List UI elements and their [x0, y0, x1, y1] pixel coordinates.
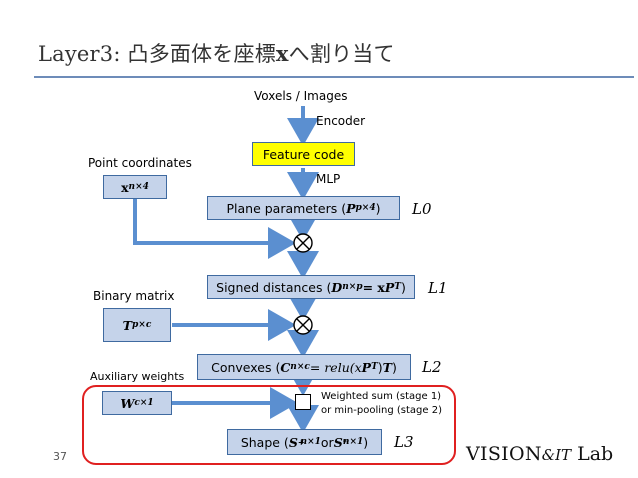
feature-code-text: Feature code	[262, 146, 345, 162]
plane-params-text: Plane parameters (	[226, 200, 347, 216]
plane-params-close: )	[375, 200, 381, 216]
sd-close: )	[400, 279, 406, 295]
logo-main: VISION	[466, 443, 542, 465]
aux-weights-symbol: W	[120, 395, 135, 411]
convex-mid: )	[377, 359, 383, 375]
slide-title: Layer3: 凸多面体を座標xへ割り当て	[38, 38, 395, 68]
operation-square	[295, 394, 311, 410]
convex-close: )	[391, 359, 397, 375]
level-L0: L0	[412, 200, 432, 218]
weighted-sum-note: Weighted sum (stage 1) or min-pooling (s…	[321, 390, 442, 418]
shape-symbol2: S	[333, 434, 343, 450]
shape-sub2: n×1	[342, 437, 364, 447]
title-suffix: へ割り当て	[288, 42, 395, 66]
weighted-sum-line1: Weighted sum (stage 1)	[321, 391, 442, 402]
aux-weights-label: Auxiliary weights	[90, 370, 185, 383]
encoder-label: Encoder	[316, 114, 366, 128]
shape-text: Shape (	[240, 434, 289, 450]
multiply-node-2	[293, 315, 313, 335]
sd-sub: n×p	[342, 282, 363, 292]
logo-lab: Lab	[571, 443, 614, 465]
convex-symbol: C	[280, 359, 291, 375]
level-L3: L3	[394, 433, 414, 451]
mlp-label: MLP	[316, 172, 341, 186]
shape-sup2: *	[342, 437, 347, 447]
aux-weights-sub: c×1	[134, 398, 154, 408]
point-coordinates-label: Point coordinates	[88, 156, 192, 170]
convex-symbol2: P	[361, 359, 372, 375]
convex-sup: T	[371, 362, 378, 372]
title-text: Layer3: 凸多面体を座標	[38, 42, 276, 66]
highlight-frame	[82, 385, 456, 465]
binary-matrix-sub: p×c	[131, 320, 152, 330]
arrow-point-to-mult1	[133, 198, 296, 259]
title-variable: x	[275, 41, 289, 66]
convex-eq: = relu(x	[309, 359, 362, 375]
weighted-sum-line2: or min-pooling (stage 2)	[321, 405, 442, 416]
convex-sub: n×c	[290, 362, 310, 372]
point-coords-symbol: x	[121, 179, 129, 195]
binary-matrix-symbol: T	[122, 317, 132, 333]
binary-matrix-label: Binary matrix	[93, 289, 175, 303]
sd-symbol: D	[331, 279, 343, 295]
sd-text: Signed distances (	[216, 279, 332, 295]
shape-sup1: +	[297, 437, 305, 447]
shape-box: Shape (S+n×1 or S*n×1)	[227, 429, 382, 455]
convex-text: Convexes (	[211, 359, 281, 375]
plane-params-symbol: P	[346, 200, 356, 216]
shape-close: )	[363, 434, 369, 450]
point-coords-sub: n×4	[128, 182, 149, 192]
inputs-label: Voxels / Images	[254, 89, 348, 103]
vision-it-lab-logo: VISION&IT Lab	[466, 443, 613, 465]
plane-params-sub: p×4	[355, 203, 376, 213]
convex-symbol3: T	[382, 359, 392, 375]
level-L1: L1	[428, 279, 448, 297]
title-rule	[34, 76, 634, 78]
multiply-node-1	[293, 233, 313, 253]
shape-symbol: S	[288, 434, 298, 450]
feature-code-box: Feature code	[252, 142, 355, 166]
level-L2: L2	[422, 358, 442, 376]
shape-or: or	[320, 434, 334, 450]
sd-symbol2: P	[384, 279, 395, 295]
shape-sub1: n×1	[300, 437, 321, 447]
sd-sup: T	[394, 282, 401, 292]
logo-amp: &IT	[541, 446, 572, 464]
page-number: 37	[53, 450, 67, 463]
sd-eq: = x	[362, 279, 385, 295]
